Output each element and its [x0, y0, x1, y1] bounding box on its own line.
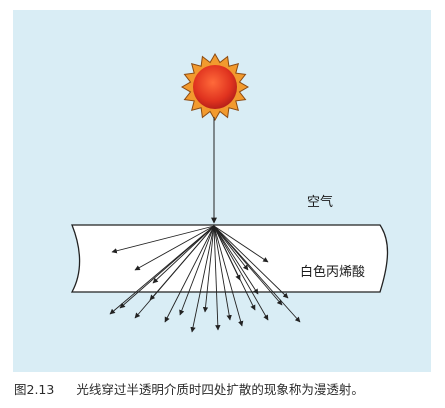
- scatter-ray: [213, 225, 301, 323]
- scatter-ray: [213, 225, 269, 321]
- scatter-ray: [190, 225, 215, 333]
- scatter-ray: [111, 225, 215, 254]
- scatter-ray: [213, 225, 244, 327]
- material-label: 白色丙烯酸: [300, 264, 365, 280]
- scatter-ray: [213, 225, 241, 281]
- figure-caption: 图2.13 光线穿过半透明介质时四处扩散的现象称为漫透射。: [14, 379, 434, 398]
- scatter-ray: [213, 225, 259, 295]
- scatter-ray: [213, 225, 232, 321]
- scatter-ray: [213, 225, 249, 271]
- scatter-ray: [213, 225, 289, 299]
- caption-number: 图2.13: [14, 382, 55, 397]
- scatter-ray: [213, 225, 269, 263]
- sun-icon: [180, 52, 250, 122]
- scatter-ray: [119, 225, 215, 309]
- caption-text: 光线穿过半透明介质时四处扩散的现象称为漫透射。: [76, 382, 364, 397]
- scatter-ray: [213, 225, 221, 331]
- scatter-ray: [164, 225, 215, 323]
- air-label: 空气: [307, 194, 333, 210]
- scatter-ray: [202, 225, 215, 313]
- scatter-ray: [134, 225, 215, 271]
- scatter-ray: [149, 225, 215, 301]
- scatter-rays: [109, 225, 301, 333]
- sun-core: [193, 65, 237, 109]
- scatter-ray: [152, 225, 215, 284]
- scatter-ray: [179, 225, 215, 316]
